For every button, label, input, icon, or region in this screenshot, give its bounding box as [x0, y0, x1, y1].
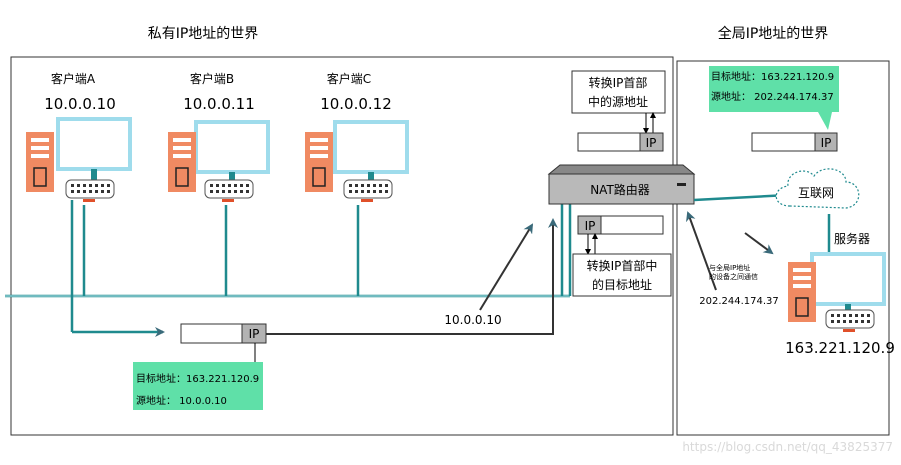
to-server-arrow [744, 232, 774, 255]
client-c[interactable] [304, 120, 409, 203]
server-ip: 163.221.120.9 [785, 339, 895, 357]
client-c-ip: 10.0.0.12 [320, 95, 392, 113]
internet-cloud: 互联网 [775, 168, 860, 209]
router-label: NAT路由器 [590, 182, 650, 197]
server[interactable] [787, 252, 886, 333]
global-ip-label: 202.244.174.37 [699, 296, 779, 307]
private-info-src: 源地址： 10.0.0.10 [136, 394, 227, 407]
private-world-title: 私有IP地址的世界 [148, 26, 259, 42]
source-convert-line1: 转换IP首部 [589, 75, 648, 90]
global-info-callout: 目标地址：163.221.120.9 源地址： 202.244.174.37 [709, 66, 839, 130]
global-packet: IP [751, 132, 838, 152]
global-world-title: 全局IP地址的世界 [718, 25, 829, 42]
dest-convert-note: 转换IP首部中 的目标地址 [572, 253, 672, 297]
dest-convert-line2: 的目标地址 [592, 277, 652, 292]
source-convert-note: 转换IP首部 中的源地址 [571, 70, 666, 114]
router-global-arrow [686, 211, 717, 291]
path-ip-label: 10.0.0.10 [444, 313, 501, 327]
private-packet-ip-label: IP [249, 327, 260, 341]
internet-label: 互联网 [798, 186, 834, 200]
private-info-callout: 目标地址：163.221.120.9 源地址： 10.0.0.10 [133, 362, 263, 410]
private-packet: IP [180, 323, 267, 344]
router-packet-bottom: IP [577, 215, 664, 235]
global-packet-ip: IP [821, 136, 832, 150]
global-world-box [676, 60, 890, 436]
client-a[interactable] [25, 117, 132, 203]
dest-convert-line1: 转换IP首部中 [587, 258, 658, 273]
source-convert-line2: 中的源地址 [588, 94, 648, 109]
global-comm-line2: 的设备之间通信 [709, 272, 758, 281]
client-b[interactable] [167, 120, 270, 203]
client-c-name: 客户端C [327, 71, 371, 86]
watermark: https://blog.csdn.net/qq_43825377 [682, 440, 893, 454]
private-world-box [10, 56, 674, 436]
client-b-name: 客户端B [190, 71, 234, 86]
router-packet-top: IP [577, 132, 664, 152]
nat-router[interactable]: NAT路由器 [547, 164, 696, 205]
global-info-dest: 目标地址：163.221.120.9 [711, 70, 834, 83]
client-a-ip: 10.0.0.10 [44, 95, 116, 113]
router-packet-top-ip: IP [646, 136, 657, 150]
global-comm-line1: 与全局IP地址 [709, 263, 750, 272]
server-label: 服务器 [834, 231, 870, 246]
client-b-ip: 10.0.0.11 [183, 95, 255, 113]
router-packet-bottom-ip: IP [585, 219, 596, 233]
private-info-dest: 目标地址：163.221.120.9 [136, 372, 259, 385]
packet-to-router-arrow [266, 218, 558, 335]
wan-link [693, 193, 789, 202]
return-to-lan-arrow [479, 223, 534, 311]
global-info-src: 源地址： 202.244.174.37 [711, 90, 834, 103]
client-a-name: 客户端A [51, 71, 96, 86]
